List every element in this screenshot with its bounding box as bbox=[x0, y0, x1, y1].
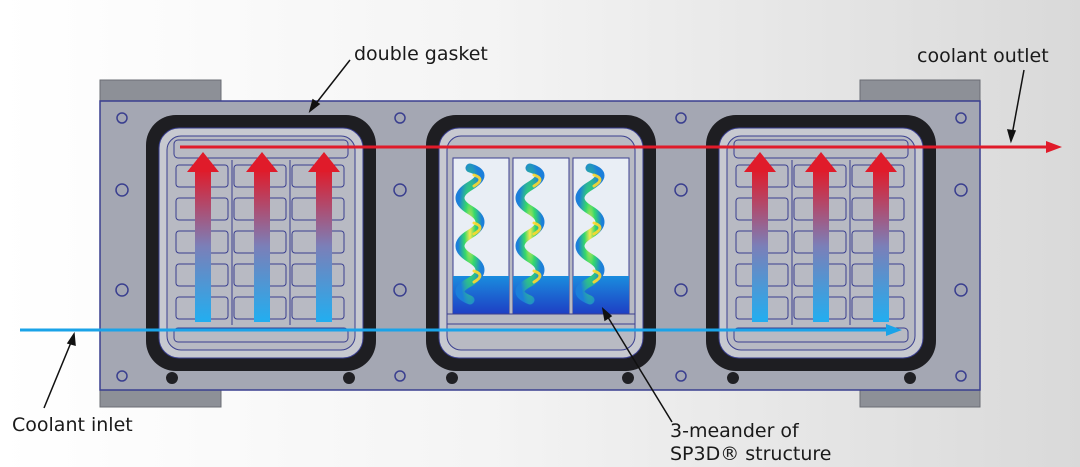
coolant-outlet-label: coolant outlet bbox=[917, 45, 1049, 67]
bracket-top-right bbox=[859, 79, 981, 103]
heat-arrows-left bbox=[187, 152, 340, 322]
screw-holes bbox=[115, 112, 968, 382]
dark-bolts bbox=[166, 372, 916, 384]
bracket-bottom-left bbox=[99, 388, 222, 408]
bracket-bottom-right bbox=[859, 388, 981, 408]
double-gasket-label: double gasket bbox=[354, 43, 488, 65]
leader-lines bbox=[43, 59, 1025, 423]
heat-arrows-right bbox=[744, 152, 897, 322]
sp3d-meander-structure bbox=[446, 157, 636, 325]
coolant-inlet-label: Coolant inlet bbox=[12, 414, 133, 436]
meander-label-line1: 3-meander of bbox=[670, 420, 799, 442]
meander-label-line2: SP3D® structure bbox=[670, 443, 832, 465]
bracket-top-left bbox=[99, 79, 222, 103]
coolant-outlet-arrow bbox=[180, 141, 1062, 153]
coolant-inlet-arrow bbox=[20, 324, 902, 336]
meander-structure-label: 3-meander of SP3D® structure bbox=[670, 420, 832, 466]
